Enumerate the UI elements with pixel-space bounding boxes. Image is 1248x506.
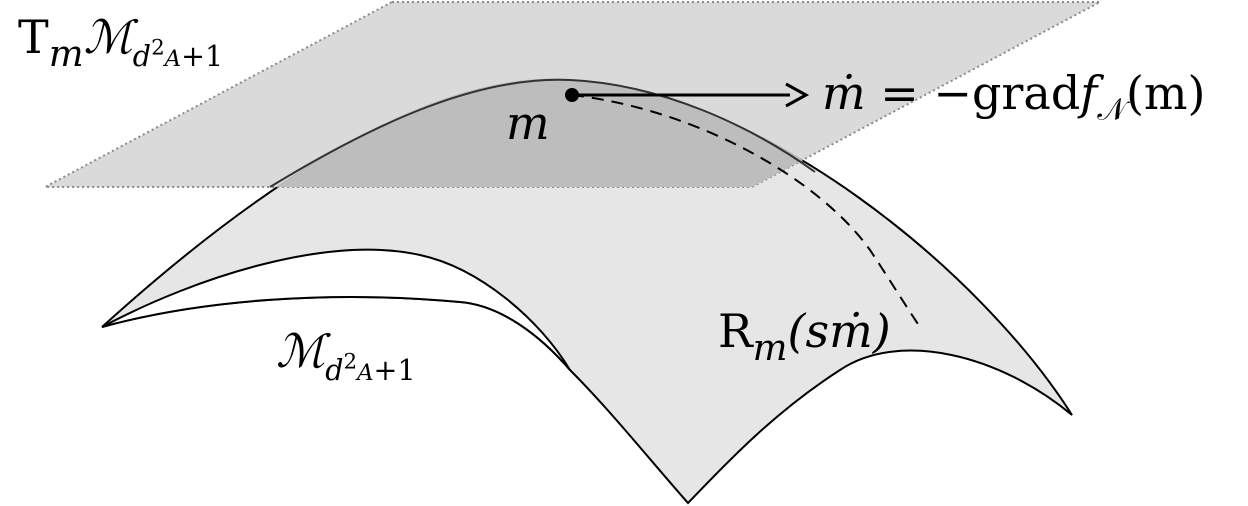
tangent-space-label: Tmℳd2A+1 bbox=[18, 14, 223, 73]
manifold-d: d bbox=[325, 353, 344, 387]
gradient-f: f bbox=[1080, 66, 1098, 120]
manifold-A: A bbox=[357, 359, 374, 386]
manifold-M: ℳ bbox=[276, 324, 326, 378]
retraction-m: m bbox=[752, 325, 788, 369]
tangent-space-two: 2 bbox=[151, 35, 165, 61]
retraction-R: R bbox=[718, 304, 753, 358]
manifold-plus-one: +1 bbox=[373, 353, 416, 387]
tangent-space-T: T bbox=[18, 10, 49, 64]
manifold-label: ℳd2A+1 bbox=[276, 328, 416, 385]
gradient-arrow-head bbox=[785, 82, 810, 108]
tangent-space-m: m bbox=[48, 31, 84, 75]
point-m-label: m bbox=[506, 96, 550, 150]
gradient-eq: = −grad bbox=[865, 66, 1081, 120]
retraction-arg: (sṁ) bbox=[787, 304, 891, 358]
tangent-space-M: ℳ bbox=[83, 10, 133, 64]
tangent-space-d: d bbox=[132, 39, 152, 73]
gradient-label: ṁ = −gradf𝒩(m) bbox=[822, 70, 1205, 125]
manifold-fold bbox=[101, 248, 571, 371]
gradient-arg: (m) bbox=[1125, 66, 1206, 120]
manifold-outline bbox=[269, 78, 816, 188]
gradient-mdot: ṁ bbox=[822, 66, 866, 120]
retraction-label: Rm(sṁ) bbox=[718, 308, 891, 367]
point-m-dot bbox=[565, 88, 579, 102]
tangent-space-plus-one: +1 bbox=[181, 39, 224, 73]
manifold-two: 2 bbox=[343, 349, 358, 375]
tangent-space-A: A bbox=[164, 45, 182, 72]
retraction-curve bbox=[571, 94, 923, 331]
gradient-N: 𝒩 bbox=[1097, 92, 1126, 128]
